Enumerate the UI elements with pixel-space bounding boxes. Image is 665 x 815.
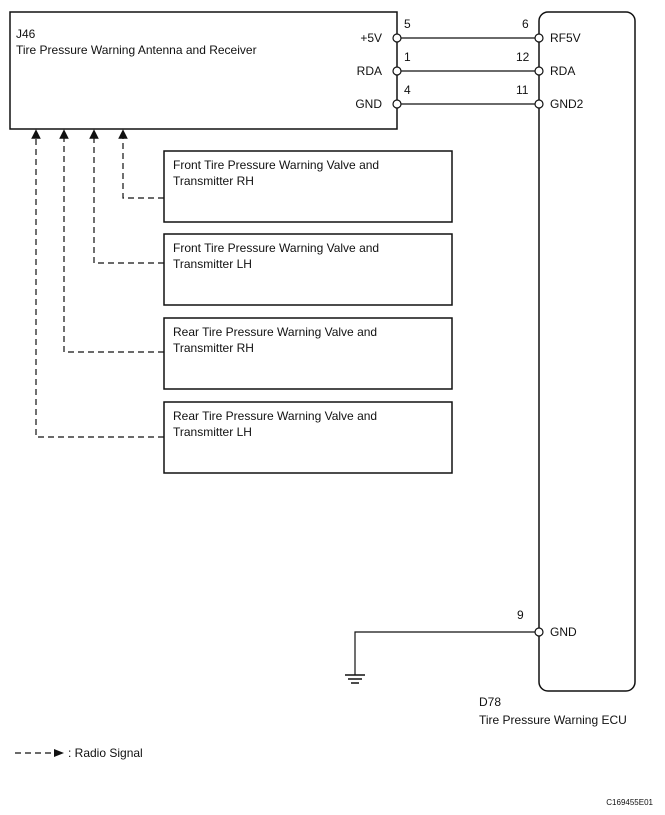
transmitter-rear-lh-line2: Transmitter LH <box>173 425 252 439</box>
transmitter-rear-lh-line1: Rear Tire Pressure Warning Valve and <box>173 409 377 423</box>
transmitter-front-rh-line2: Transmitter RH <box>173 174 254 188</box>
terminal-ecu-6 <box>534 33 544 43</box>
transmitter-front-rh-line1: Front Tire Pressure Warning Valve and <box>173 158 379 172</box>
ecu-pin-number-9: 9 <box>517 608 524 622</box>
ecu-pin-label-rf5v: RF5V <box>550 31 581 45</box>
ecu-pin-label-rda: RDA <box>550 64 575 78</box>
terminal-ecu-11 <box>534 99 544 109</box>
radio-signal-front-rh <box>118 129 164 199</box>
terminal-ecu-9 <box>534 627 544 637</box>
figure-code: C169455E01 <box>606 798 653 807</box>
terminal-receiver-1 <box>392 66 402 76</box>
ecu-pin-number-11: 11 <box>516 83 529 97</box>
transmitter-rear-rh-line1: Rear Tire Pressure Warning Valve and <box>173 325 377 339</box>
radio-signal-rear-lh <box>31 129 164 438</box>
transmitter-front-lh-line1: Front Tire Pressure Warning Valve and <box>173 241 379 255</box>
ecu-name: Tire Pressure Warning ECU <box>479 713 627 727</box>
receiver-pin-label-5v: +5V <box>360 31 382 45</box>
radio-signal-front-lh <box>89 129 164 264</box>
ground-symbol-icon <box>345 674 365 684</box>
transmitter-box-front-rh <box>163 150 453 223</box>
terminal-receiver-5 <box>392 33 402 43</box>
ecu-code: D78 <box>479 695 501 709</box>
terminal-ecu-12 <box>534 66 544 76</box>
ecu-pin-label-gnd2: GND2 <box>550 97 584 111</box>
receiver-pin-number-4: 4 <box>404 83 411 97</box>
legend-label: : Radio Signal <box>68 746 143 760</box>
receiver-code: J46 <box>16 27 36 41</box>
ecu-pin-number-12: 12 <box>516 50 530 64</box>
transmitter-box-front-lh <box>163 233 453 306</box>
radio-signal-rear-rh <box>59 129 164 353</box>
legend-arrow-icon <box>54 749 64 757</box>
receiver-pin-number-1: 1 <box>404 50 411 64</box>
receiver-pin-number-5: 5 <box>404 17 411 31</box>
receiver-name: Tire Pressure Warning Antenna and Receiv… <box>16 43 257 57</box>
legend: : Radio Signal <box>15 746 143 760</box>
transmitter-rear-rh-line2: Transmitter RH <box>173 341 254 355</box>
transmitter-front-lh-line2: Transmitter LH <box>173 257 252 271</box>
ecu-box <box>538 11 636 692</box>
ecu-pin-number-6: 6 <box>522 17 529 31</box>
receiver-pin-label-gnd: GND <box>355 97 382 111</box>
ecu-pin-label-gnd: GND <box>550 625 577 639</box>
receiver-pin-label-rda: RDA <box>357 64 382 78</box>
terminal-receiver-4 <box>392 99 402 109</box>
transmitter-box-rear-rh <box>163 317 453 390</box>
receiver-box <box>9 11 398 130</box>
wire-ground <box>354 631 535 675</box>
